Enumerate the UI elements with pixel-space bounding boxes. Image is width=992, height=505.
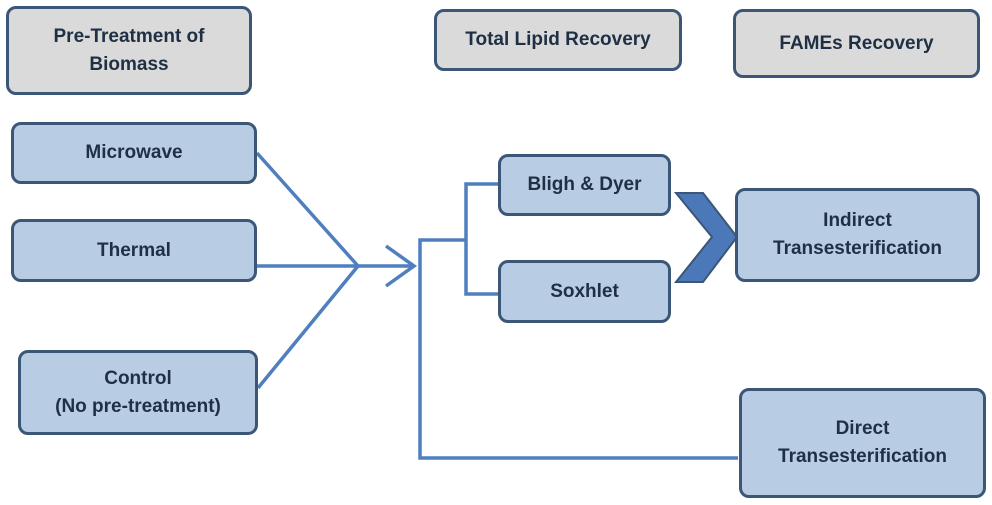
main-arrow-head bbox=[384, 244, 418, 288]
connector-control bbox=[256, 264, 360, 390]
node-bligh-dyer: Bligh & Dyer bbox=[498, 154, 671, 216]
header-pretreatment: Pre-Treatment of Biomass bbox=[6, 6, 252, 95]
node-control: Control (No pre-treatment) bbox=[18, 350, 258, 435]
branch-to-extraction bbox=[464, 182, 498, 296]
node-indirect-transesterification: Indirect Transesterification bbox=[735, 188, 980, 282]
header-fames-recovery: FAMEs Recovery bbox=[733, 9, 980, 78]
connector-microwave bbox=[255, 151, 360, 268]
node-soxhlet: Soxhlet bbox=[498, 260, 671, 323]
header-total-lipid-recovery: Total Lipid Recovery bbox=[434, 9, 682, 71]
chevron-arrow-icon bbox=[673, 192, 739, 283]
node-thermal: Thermal bbox=[11, 219, 257, 282]
branch-to-direct bbox=[418, 238, 738, 460]
node-direct-transesterification: Direct Transesterification bbox=[739, 388, 986, 498]
node-microwave: Microwave bbox=[11, 122, 257, 184]
